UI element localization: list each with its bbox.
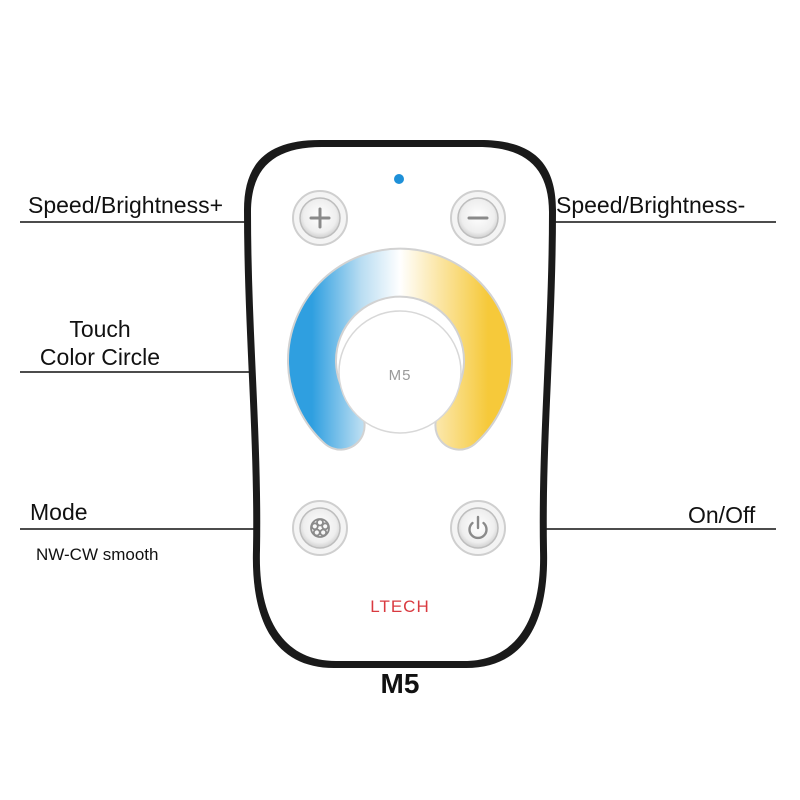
power-button[interactable] [450,500,506,556]
label-on-off: On/Off [688,502,756,528]
model-name: M5 [380,668,420,699]
mode-button[interactable] [292,500,348,556]
flower-icon [310,518,330,538]
label-touch: Touch [69,316,131,342]
minus-button[interactable] [450,190,506,246]
indicator-led [394,174,404,184]
plus-icon [309,207,331,229]
label-mode: Mode [30,499,88,525]
plus-button[interactable] [292,190,348,246]
label-speed-brightness-plus: Speed/Brightness+ [28,192,223,218]
power-icon [468,515,488,540]
label-color-circle: Color Circle [39,344,161,370]
brand-logo: LTECH [370,597,430,616]
label-mode-sub: NW-CW smooth [36,545,159,564]
ring-center-model-text: M5 [388,367,412,384]
label-speed-brightness-minus: Speed/Brightness- [556,192,746,218]
touch-color-circle[interactable] [287,247,513,451]
